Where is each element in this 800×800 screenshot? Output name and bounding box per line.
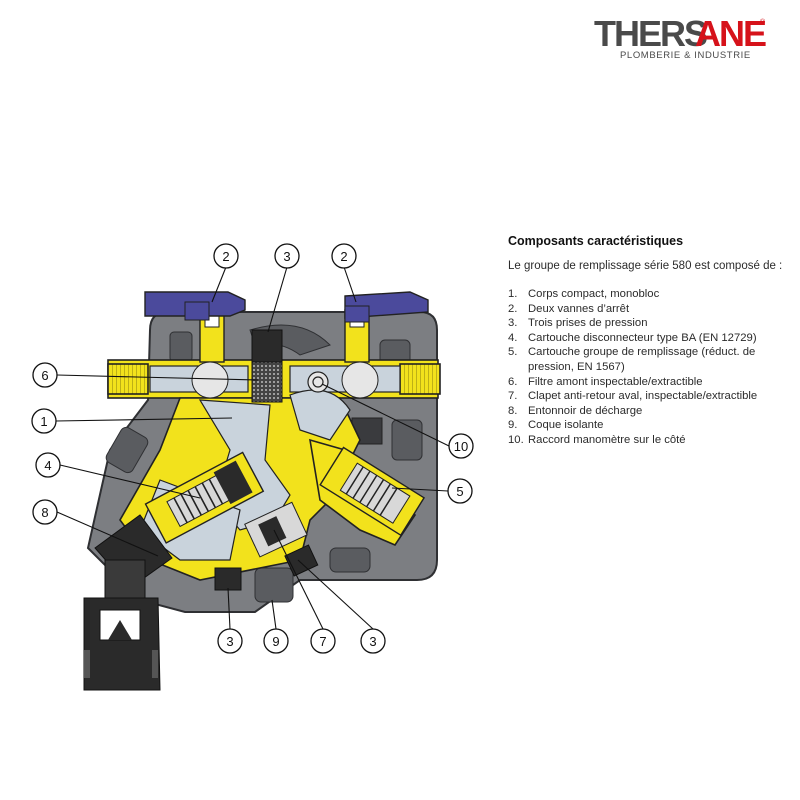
legend-item-text: Entonnoir de décharge: [528, 404, 643, 417]
svg-text:4: 4: [44, 458, 51, 473]
insulation-pocket: [254, 567, 294, 603]
legend-item-text: Cartouche disconnecteur type BA (EN 1272…: [528, 331, 757, 344]
callout-5: 5: [447, 478, 473, 504]
non-return-valve: [244, 501, 308, 558]
svg-text:2: 2: [340, 249, 347, 264]
legend-item-number: 9.: [508, 419, 518, 432]
registered-mark: ®: [760, 18, 766, 26]
legend-item-text: Deux vannes d’arrêt: [528, 302, 630, 315]
callout-8: 8: [32, 499, 58, 525]
callout-10: 10: [448, 433, 474, 459]
brand-tagline: PLOMBERIE & INDUSTRIE: [620, 50, 751, 61]
legend-item-number: 4.: [508, 331, 518, 344]
legend-title: Composants caractéristiques: [508, 234, 684, 248]
svg-text:6: 6: [41, 368, 48, 383]
callout-4: 4: [35, 452, 61, 478]
legend-list: 1. Corps compact, monobloc 2. Deux vannes d…: [508, 287, 800, 448]
legend-item-number: 8.: [508, 404, 518, 417]
brand-logo: THERS ANE ® PLOMBERIE & INDUSTRIE: [594, 14, 768, 61]
legend-item-number: 5.: [508, 346, 518, 359]
svg-text:3: 3: [369, 634, 376, 649]
svg-text:1: 1: [40, 414, 47, 429]
callout-3-bottom-left: 3: [217, 628, 243, 654]
legend-item: 2. Deux vannes d’arrêt: [508, 302, 800, 317]
callout-1: 1: [31, 408, 57, 434]
legend-item-text: Trois prises de pression: [528, 317, 648, 330]
legend-item-number: 3.: [508, 317, 518, 330]
svg-text:10: 10: [454, 439, 468, 454]
legend-item: 8. Entonnoir de décharge: [508, 404, 800, 419]
svg-text:5: 5: [456, 484, 463, 499]
brand-name-part2: ANE: [695, 14, 766, 54]
legend-item-text: Clapet anti-retour aval, inspectable/ext…: [528, 390, 758, 403]
shutoff-valve-right: [341, 291, 429, 399]
brand-name-part1: THERS: [594, 14, 707, 54]
svg-text:9: 9: [272, 634, 279, 649]
svg-text:3: 3: [226, 634, 233, 649]
legend-item: 5. Cartouche groupe de remplissage (réduc…: [508, 345, 800, 374]
legend-item-number: 2.: [508, 302, 518, 315]
svg-text:8: 8: [41, 505, 48, 520]
legend-item-text: Corps compact, monobloc: [528, 288, 660, 300]
legend-item: 4. Cartouche disconnecteur type BA (EN 12…: [508, 331, 800, 346]
legend-item-text: Coque isolante: [528, 419, 604, 432]
callout-3-top: 3: [274, 243, 300, 269]
svg-text:3: 3: [283, 249, 290, 264]
svg-text:2: 2: [222, 249, 229, 264]
legend-intro: Le groupe de remplissage série 580 est c…: [508, 260, 783, 272]
callout-7: 7: [310, 628, 336, 654]
pressure-reducer-cartridge: [319, 446, 426, 537]
legend-item: 1. Corps compact, monobloc: [508, 287, 800, 302]
legend-item: 6. Filtre amont inspectable/extractible: [508, 375, 800, 390]
legend-item-number: 6.: [508, 375, 518, 388]
legend-item-text: Filtre amont inspectable/extractible: [528, 375, 703, 388]
legend-item: 10. Raccord manomètre sur le côté: [508, 433, 800, 448]
legend-item-number: 10.: [508, 433, 524, 446]
pressure-port-bottom: [214, 567, 242, 591]
legend-item-text: Raccord manomètre sur le côté: [528, 433, 686, 446]
leader-lines: [55, 266, 450, 630]
callout-9: 9: [263, 628, 289, 654]
pressure-port-top: [251, 329, 283, 403]
callout-2-left: 2: [213, 243, 239, 269]
callout-6: 6: [32, 362, 58, 388]
component-legend: Composants caractéristiques Le groupe de…: [508, 234, 800, 448]
legend-item-number: 1.: [508, 288, 518, 300]
callout-3-bottom-right: 3: [360, 628, 386, 654]
disconnector-cartridge: [144, 451, 265, 544]
legend-item: 3. Trois prises de pression: [508, 316, 800, 331]
legend-item-number: 7.: [508, 390, 518, 403]
callout-2-right: 2: [331, 243, 357, 269]
svg-text:7: 7: [319, 634, 326, 649]
legend-item: 7. Clapet anti-retour aval, inspectable/e…: [508, 389, 800, 404]
legend-item: 9. Coque isolante: [508, 418, 800, 433]
discharge-funnel: [83, 514, 173, 691]
shutoff-valve-left: [144, 291, 246, 399]
legend-item-text: Cartouche groupe de remplissage (réduct.…: [528, 346, 756, 373]
